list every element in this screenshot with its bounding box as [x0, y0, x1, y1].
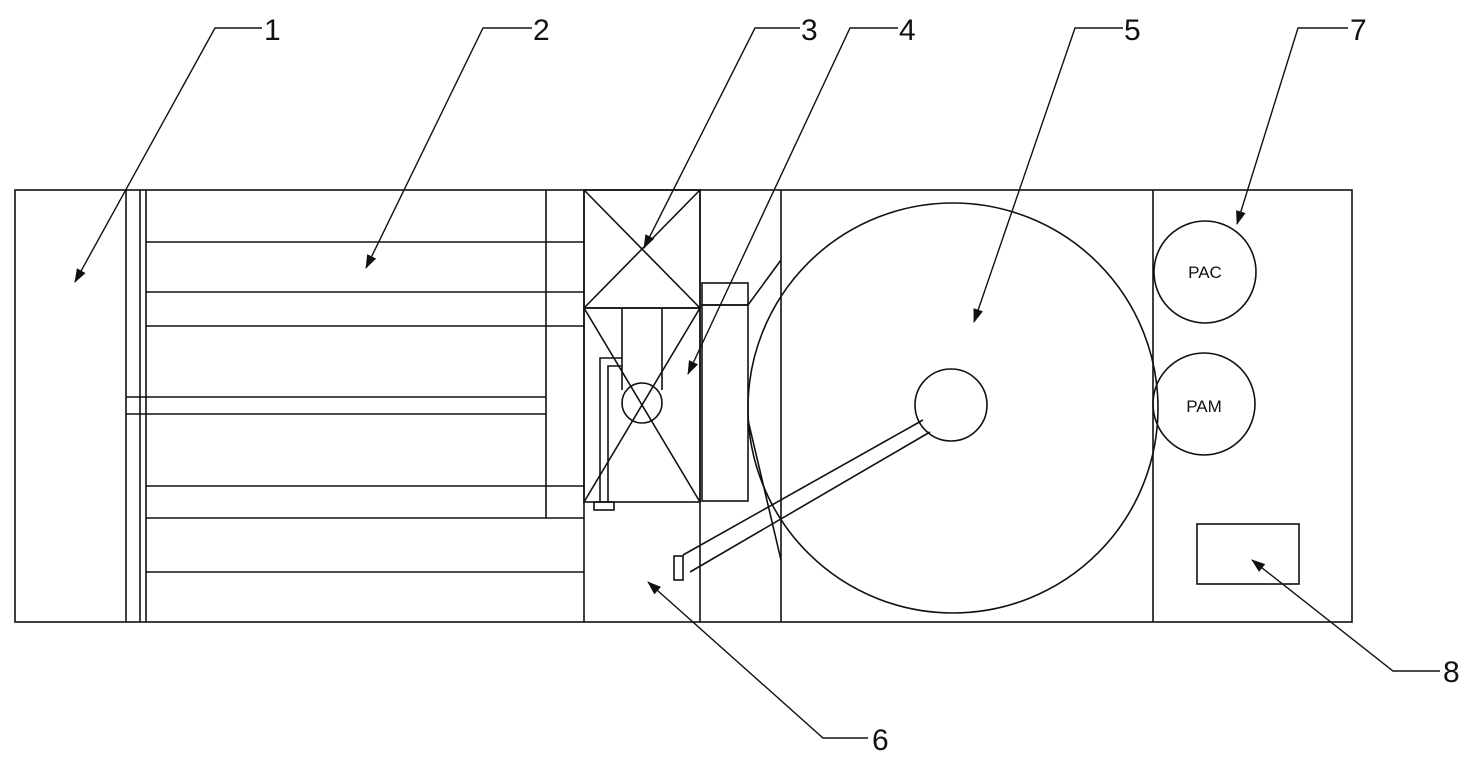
pac-label: PAC	[1188, 263, 1222, 282]
section-7-dosing-tanks: PAC PAM	[1152, 220, 1257, 456]
callout-3: 3	[801, 14, 818, 47]
callout-4: 4	[899, 14, 916, 47]
pam-label: PAM	[1186, 397, 1222, 416]
callout-8: 8	[1443, 656, 1460, 689]
section-3-unit	[583, 189, 701, 622]
section-8-control-box	[1196, 523, 1300, 585]
callout-2: 2	[533, 14, 550, 47]
pac-tank	[1153, 220, 1257, 324]
pam-tank	[1152, 352, 1256, 456]
callout-leaders	[74, 27, 1440, 739]
callout-5: 5	[1124, 14, 1141, 47]
callout-6: 6	[872, 724, 889, 757]
callout-1: 1	[264, 14, 281, 47]
callout-7: 7	[1350, 14, 1367, 47]
section-5-clarifier	[673, 190, 1159, 622]
section-2-racks	[126, 190, 585, 622]
